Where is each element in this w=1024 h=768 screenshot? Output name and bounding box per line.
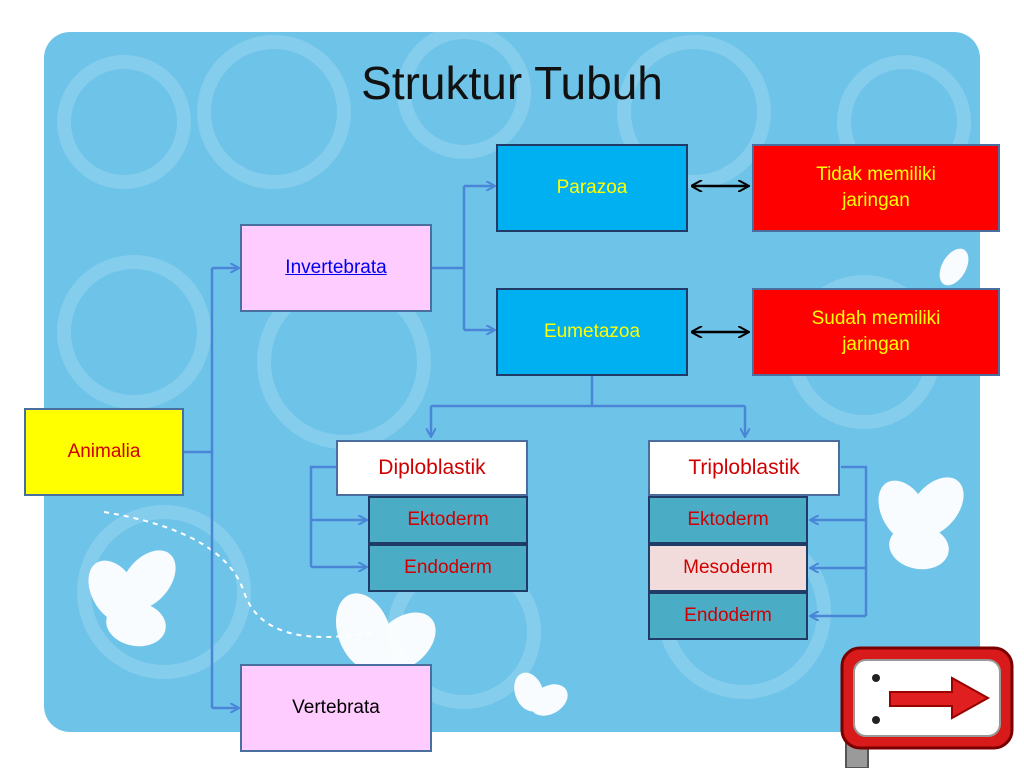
triplo-ektoderm-label: Ektoderm bbox=[687, 509, 769, 531]
parazoa-label: Parazoa bbox=[556, 177, 628, 199]
triploblastik-box: Triploblastik bbox=[648, 440, 840, 496]
eumetazoa-label: Eumetazoa bbox=[543, 321, 641, 343]
diplo-endoderm-box: Endoderm bbox=[368, 544, 528, 592]
vertebrata-label: Vertebrata bbox=[292, 697, 380, 719]
animalia-label: Animalia bbox=[67, 441, 141, 463]
next-arrow-sign-icon[interactable] bbox=[840, 630, 1020, 768]
invertebrata-box[interactable]: Invertebrata bbox=[240, 224, 432, 312]
vertebrata-box: Vertebrata bbox=[240, 664, 432, 752]
invertebrata-link[interactable]: Invertebrata bbox=[285, 257, 387, 279]
diploblastik-label: Diploblastik bbox=[378, 455, 486, 479]
triplo-endoderm-box: Endoderm bbox=[648, 592, 808, 640]
triplo-endoderm-label: Endoderm bbox=[684, 605, 772, 627]
eumetazoa-box: Eumetazoa bbox=[496, 288, 688, 376]
triploblastik-label: Triploblastik bbox=[688, 455, 800, 479]
slide-title: Struktur Tubuh bbox=[361, 57, 663, 109]
animalia-box: Animalia bbox=[24, 408, 184, 496]
triplo-ektoderm-box: Ektoderm bbox=[648, 496, 808, 544]
triplo-mesoderm-box: Mesoderm bbox=[648, 544, 808, 592]
parazoa-description-box: Tidak memiliki jaringan bbox=[752, 144, 1000, 232]
eumetazoa-description: Sudah memiliki jaringan bbox=[811, 308, 941, 355]
diploblastik-box: Diploblastik bbox=[336, 440, 528, 496]
eumetazoa-description-box: Sudah memiliki jaringan bbox=[752, 288, 1000, 376]
diplo-ektoderm-label: Ektoderm bbox=[407, 509, 489, 531]
parazoa-description: Tidak memiliki jaringan bbox=[816, 164, 936, 211]
parazoa-box: Parazoa bbox=[496, 144, 688, 232]
triplo-mesoderm-label: Mesoderm bbox=[683, 557, 773, 579]
diplo-endoderm-label: Endoderm bbox=[404, 557, 492, 579]
diplo-ektoderm-box: Ektoderm bbox=[368, 496, 528, 544]
